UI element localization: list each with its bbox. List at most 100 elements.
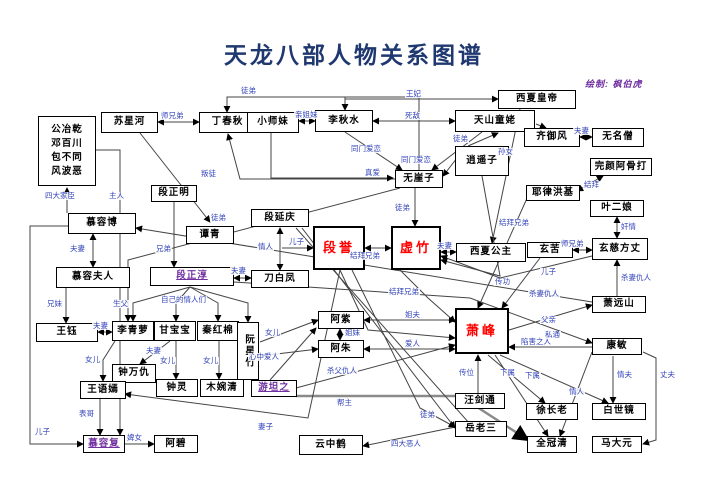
relation-label: 帮主: [336, 398, 353, 408]
node-yelu-hongji: 耶律洪基: [526, 185, 580, 201]
node-zhong-wan-chou: 钟万仇: [112, 364, 156, 383]
node-xiao-shi-mei: 小师妹: [247, 112, 299, 133]
relation-line: [535, 122, 547, 129]
node-kang-min: 康敏: [592, 338, 642, 355]
node-murong-fu[interactable]: 慕容复: [83, 435, 125, 453]
relation-label: 儿子: [288, 237, 305, 247]
relation-label: 杀父仇人: [326, 366, 358, 376]
relation-label: 结拜兄弟: [388, 287, 420, 297]
node-wu-ming-seng: 无名僧: [592, 128, 644, 147]
node-yue-lao-san: 岳老三: [455, 421, 507, 437]
node-wang-yu-yan: 王语嫣: [80, 381, 126, 399]
relation-line: [295, 343, 456, 389]
node-xuan-ci: 玄慈方丈: [592, 238, 648, 260]
node-qi-yu-feng: 齐御风: [524, 128, 580, 147]
relation-line: [189, 286, 222, 322]
relation-label: 女儿: [202, 356, 219, 366]
relation-line: [189, 286, 252, 323]
relation-label: 儿子: [540, 267, 557, 277]
relation-label: 结拜兄弟: [498, 218, 530, 228]
relation-line: [233, 281, 593, 345]
node-duan-zheng-ming: 段正明: [151, 185, 197, 202]
node-li-qiu-shui: 李秋水: [315, 110, 373, 132]
node-duan-yan-qing: 段延庆: [251, 209, 309, 227]
relation-label: 陷害之人: [520, 337, 552, 347]
relation-line: [642, 351, 657, 446]
relation-label: 亲姐妹: [294, 110, 319, 120]
relation-line: [467, 132, 499, 147]
relation-line: [29, 225, 84, 448]
node-wu-ya-zi: 无崖子: [395, 170, 443, 188]
relation-label: 父亲: [540, 315, 557, 325]
relation-label: 姐妹: [344, 328, 361, 338]
relation-label: 心中爱人: [248, 352, 280, 362]
relation-label: 婢女: [126, 433, 143, 443]
node-mu-wan-qing: 木婉清: [200, 379, 244, 397]
relation-label: 王妃: [405, 89, 422, 99]
relation-label: 师兄弟: [560, 239, 585, 249]
node-qin-hong-mian: 秦红棉: [197, 321, 239, 341]
relation-label: 杀妻仇人: [528, 289, 560, 299]
relation-line: [269, 327, 317, 381]
relation-line: [270, 133, 394, 182]
credit-text: 绘制: 枫伯虎: [585, 79, 643, 89]
node-ye-er-niang: 叶二娘: [590, 200, 644, 217]
node-murong-fu-ren: 慕容夫人: [56, 267, 130, 288]
relation-label: 生父: [112, 299, 129, 309]
relation-line: [226, 133, 396, 180]
relation-label: 传功: [494, 277, 511, 287]
relation-label: 死敌: [404, 111, 421, 121]
node-duan-zheng-chun[interactable]: 段正淳: [150, 267, 234, 286]
relation-label: 情人: [568, 387, 585, 397]
relation-label: 主人: [108, 191, 125, 201]
relation-label: 表哥: [78, 409, 95, 419]
node-tan-qing: 谭青: [186, 226, 234, 244]
node-li-qing-luo: 李青萝: [112, 321, 154, 341]
node-tian-shan-tong-lao: 天山童姥: [455, 110, 535, 132]
relation-line: [139, 132, 211, 223]
relation-label: 四大恶人: [390, 439, 422, 449]
relation-line: [499, 354, 609, 404]
relation-label: 同门爱恋: [350, 144, 382, 154]
relation-line: [99, 340, 116, 382]
relation-label: 奸情: [620, 222, 637, 232]
relation-label: 夫妻: [145, 346, 162, 356]
relation-label: 夫妻: [69, 244, 86, 254]
relation-label: 下属: [499, 368, 516, 378]
node-you-tan-zhi[interactable]: 游坦之: [251, 380, 297, 397]
relation-label: 夫妻: [436, 241, 453, 251]
node-wang-yu: 王钰: [36, 323, 98, 342]
relation-label: 妻子: [257, 422, 274, 432]
node-wang-jian-tong: 汪剑通: [455, 393, 505, 409]
relation-label: 徒弟: [452, 134, 469, 144]
relation-label: 爱人: [404, 339, 421, 349]
relation-label: 夫妻: [230, 266, 247, 276]
relation-line: [494, 354, 549, 437]
relation-line: [129, 286, 191, 322]
node-gan-bao-bao: 甘宝宝: [154, 321, 196, 341]
relation-label: 丈夫: [659, 370, 676, 380]
relation-label: 孙女: [497, 147, 514, 157]
relation-label: 女儿: [264, 328, 281, 338]
relation-label: 女儿: [84, 355, 101, 365]
relation-label: 徒弟: [240, 86, 257, 96]
relation-label: 下属: [524, 371, 541, 381]
relation-label: 传位: [458, 368, 475, 378]
node-xu-zhang-lao: 徐长老: [526, 403, 578, 420]
node-ma-da-yuan: 马大元: [592, 436, 642, 453]
node-xixia-emperor: 西夏皇帝: [498, 90, 576, 109]
relation-label: 结拜兄弟: [349, 251, 381, 261]
relation-label: 徒弟: [210, 213, 227, 223]
relation-label: 夫妻: [92, 321, 109, 331]
relation-label: 师兄弟: [160, 111, 185, 121]
relation-label: 女儿: [159, 356, 176, 366]
relation-line: [440, 175, 501, 277]
node-a-bi: 阿碧: [154, 435, 198, 453]
relation-label: 私通: [544, 330, 561, 340]
relation-label: 姐夫: [404, 310, 421, 320]
node-ruan-xing-zhu: 阮星竹: [237, 322, 259, 380]
node-duan-yu: 段誉: [313, 226, 365, 270]
node-quan-guan-qing: 全冠清: [527, 436, 577, 453]
relation-label: 儿子: [34, 427, 51, 437]
